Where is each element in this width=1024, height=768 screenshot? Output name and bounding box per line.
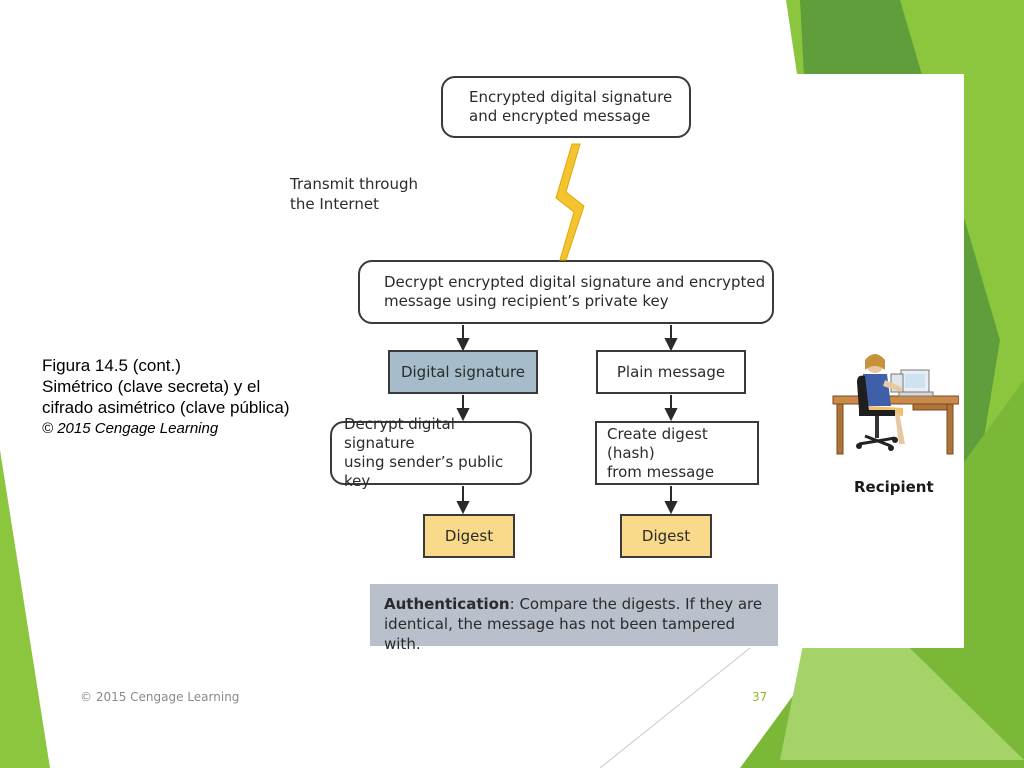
authentication-text: : Compare the digests. If they are ident…: [384, 595, 763, 653]
figure-panel: Encrypted digital signature and encrypte…: [284, 74, 964, 653]
arrow-down-icon: [456, 395, 470, 422]
digest-left-box: Digest: [423, 514, 515, 558]
slide-number: 37: [752, 690, 768, 704]
figure-caption: Figura 14.5 (cont.) Simétrico (clave sec…: [42, 355, 292, 439]
footer-copyright: © 2015 Cengage Learning: [80, 690, 240, 704]
plain-message-box: Plain message: [596, 350, 746, 394]
arrow-down-icon: [456, 486, 470, 515]
digital-signature-box: Digital signature: [388, 350, 538, 394]
person-at-computer-icon: [832, 354, 959, 455]
encrypted-message-box: Encrypted digital signature and encrypte…: [441, 76, 691, 138]
transmit-label: Transmit through the Internet: [290, 175, 419, 213]
arrow-down-icon: [664, 325, 678, 352]
authentication-box: Authentication: Compare the digests. If …: [370, 584, 778, 653]
arrow-down-icon: [664, 486, 678, 515]
authentication-label: Authentication: [384, 595, 510, 613]
digest-right-box: Digest: [620, 514, 712, 558]
recipient-label: Recipient: [854, 478, 934, 496]
decrypt-box: Decrypt encrypted digital signature and …: [358, 260, 774, 324]
lightning-icon: [555, 143, 585, 261]
arrow-down-icon: [456, 325, 470, 352]
green-band-left: [0, 450, 50, 768]
caption-title: Figura 14.5 (cont.): [42, 356, 181, 375]
thin-line: [599, 639, 761, 768]
create-digest-box: Create digest (hash) from message: [595, 421, 759, 485]
decrypt-signature-box: Decrypt digital signature using sender’s…: [330, 415, 532, 490]
caption-description: Simétrico (clave secreta) y el cifrado a…: [42, 377, 290, 417]
caption-credit: © 2015 Cengage Learning: [42, 420, 219, 437]
arrow-down-icon: [664, 395, 678, 422]
diagram-arrows: [456, 143, 678, 515]
